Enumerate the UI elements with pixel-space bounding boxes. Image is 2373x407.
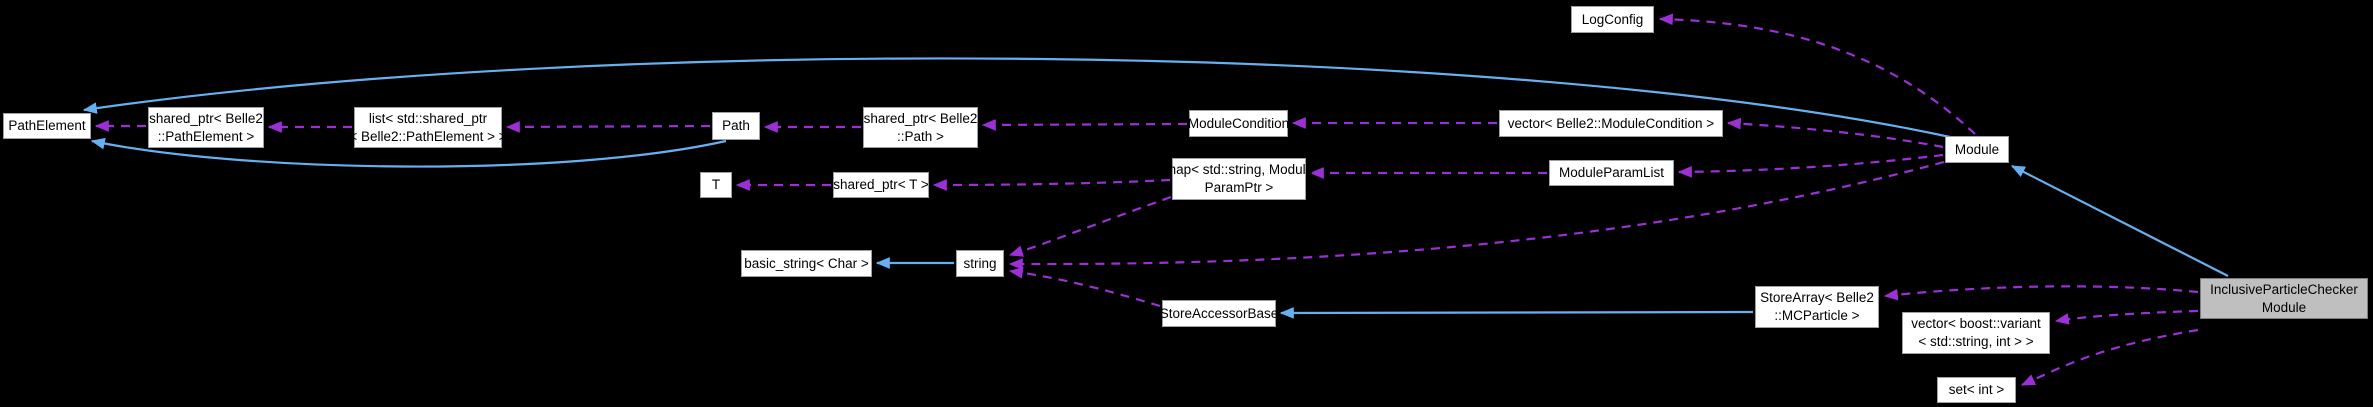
edge-map-string [1008,195,1172,257]
node-label: Module [2261,299,2307,315]
edge-inclusivemodule-vectorboostvariant [2054,309,2199,325]
node-label: string [963,255,997,271]
node-shared-ptr-pathelement[interactable]: shared_ptr< Belle2 ::PathElement > [148,107,264,148]
node-module[interactable]: Module [1945,136,2009,163]
node-t[interactable]: T [700,172,732,198]
node-map-moduleparamptr[interactable]: map< std::string, Module ParamPtr > [1165,158,1313,200]
edge-module-vectormodulecondition [1726,117,1944,149]
edge-storeaccessorbase-string [1008,267,1161,308]
edge-module-pathelement [82,57,1951,139]
edge-module-moduleparamlist [1677,153,1944,178]
node-label: StoreAccessorBase [1159,305,1279,321]
edge-module-logconfig [1658,13,1976,135]
node-label: shared_ptr< T > [833,177,929,192]
node-label: shared_ptr< Belle2 [863,110,978,126]
node-shared-ptr-path[interactable]: shared_ptr< Belle2 ::Path > [863,107,978,148]
node-label: ::Path > [897,128,944,144]
node-storearray-mcparticle[interactable]: StoreArray< Belle2 ::MCParticle > [1755,286,1879,328]
node-label: StoreArray< Belle2 [1760,290,1874,305]
node-storeaccessorbase[interactable]: StoreAccessorBase [1159,300,1279,327]
node-label: Path [722,118,750,133]
node-moduleparamlist[interactable]: ModuleParamList [1549,160,1674,186]
node-label: vector< Belle2::ModuleCondition > [1507,115,1715,131]
node-label: set< int > [1948,382,2005,397]
node-label: map< std::string, Module [1164,162,1314,177]
node-set-int[interactable]: set< int > [1937,377,2016,403]
node-label: < std::string, int > > [1918,334,2034,349]
node-label: vector< boost::variant [1911,316,2041,331]
node-label: ::MCParticle > [1774,308,1860,323]
node-label: PathElement [8,118,86,133]
node-shared-ptr-t[interactable]: shared_ptr< T > [833,172,929,198]
edge-path-pathelement [90,137,727,168]
node-label: InclusiveParticleChecker [2210,281,2358,297]
edge-storearray-storeaccessorbase [1279,307,1754,319]
edge-module-string [1008,160,1945,270]
node-modulecondition[interactable]: ModuleCondition [1187,110,1290,137]
node-label: ModuleCondition [1187,115,1290,131]
node-label: ParamPtr > [1204,180,1274,195]
edge-modulecondition-sharedptrpath [981,119,1188,131]
node-basic-string[interactable]: basic_string< Char > [741,250,872,277]
node-label: Module [1954,141,2000,157]
node-path[interactable]: Path [712,112,760,140]
node-list-shared-ptr[interactable]: list< std::shared_ptr < Belle2::PathElem… [349,107,507,148]
edge-inclusivemodule-setint [2020,328,2199,387]
node-vector-boost-variant[interactable]: vector< boost::variant < std::string, in… [1902,312,2050,354]
node-logconfig[interactable]: LogConfig [1571,6,1654,33]
edge-map-sharedptrt [932,178,1171,191]
node-label: shared_ptr< Belle2 [149,110,263,126]
node-pathelement[interactable]: PathElement [3,113,91,139]
node-label: basic_string< Char > [744,255,869,271]
node-label: LogConfig [1581,11,1644,27]
node-label: ::PathElement > [157,128,255,144]
edge-path-list [505,121,711,133]
node-string[interactable]: string [956,250,1004,277]
edge-inclusivemodule-storearray [1883,285,2199,301]
node-label: T [711,177,721,192]
node-label: ModuleParamList [1558,165,1665,180]
node-inclusiveparticlechecker-module: InclusiveParticleChecker Module [2200,278,2368,319]
node-vector-modulecondition[interactable]: vector< Belle2::ModuleCondition > [1499,110,1723,137]
node-label: < Belle2::PathElement > > [349,128,507,144]
edge-inclusivemodule-module [2010,165,2229,277]
node-label: list< std::shared_ptr [368,110,488,126]
